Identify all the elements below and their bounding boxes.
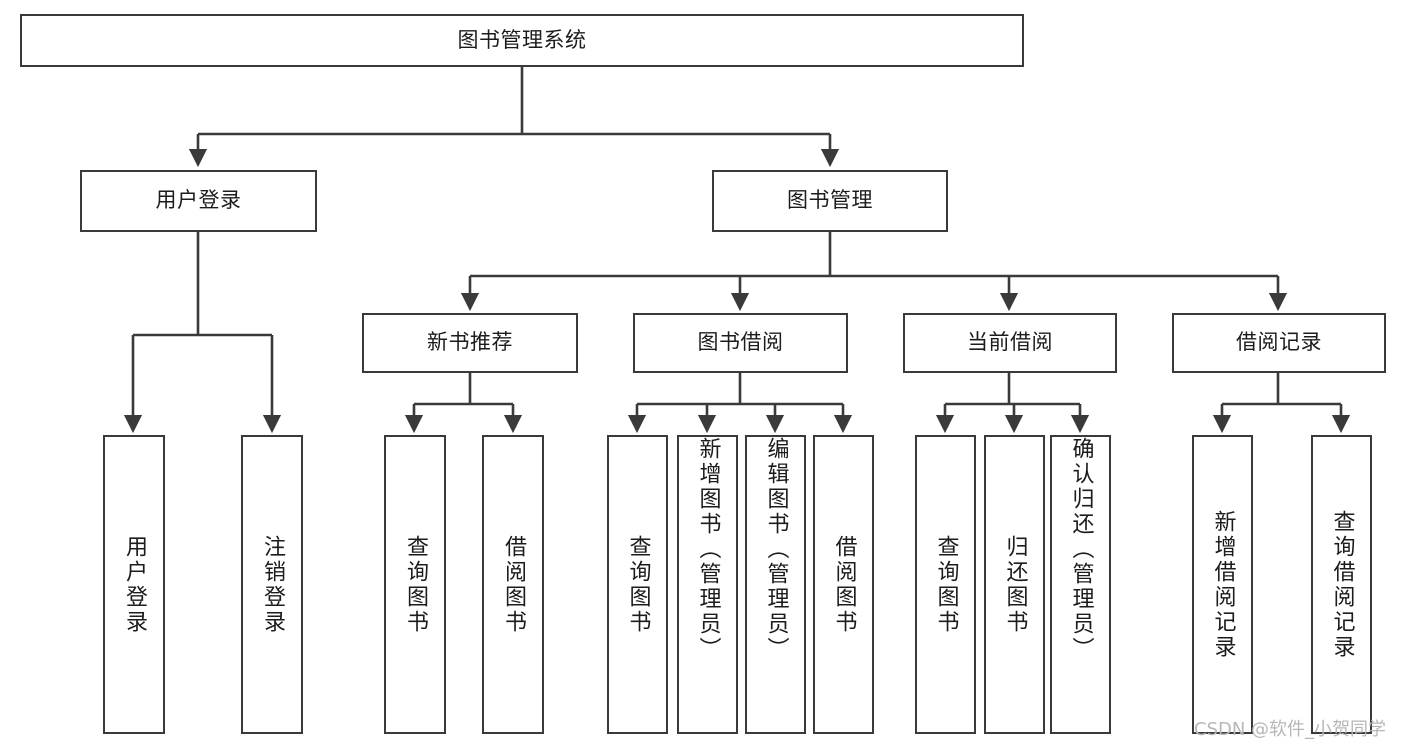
leaf-borrow-book-2-label: 借阅图书 (831, 534, 857, 635)
leaf-add-book[interactable]: 新增图书（管理员） (677, 435, 738, 734)
node-current-borrow[interactable]: 当前借阅 (903, 313, 1117, 373)
leaf-add-book-label: 新增图书（管理员） (695, 437, 721, 662)
leaf-edit-book[interactable]: 编辑图书（管理员） (745, 435, 806, 734)
node-new-book-recommend[interactable]: 新书推荐 (362, 313, 578, 373)
node-root-label: 图书管理系统 (457, 27, 587, 52)
leaf-query-book-1[interactable]: 查询图书 (384, 435, 446, 734)
node-book-borrow[interactable]: 图书借阅 (633, 313, 848, 373)
node-borrow-record[interactable]: 借阅记录 (1172, 313, 1386, 373)
leaf-add-record-label: 新增借阅记录 (1210, 509, 1236, 660)
leaf-borrow-book-2[interactable]: 借阅图书 (813, 435, 874, 734)
leaf-user-login[interactable]: 用户登录 (103, 435, 165, 734)
csdn-watermark: CSDN @软件_小贺同学 (1194, 719, 1387, 740)
leaf-query-book-3-label: 查询图书 (933, 534, 959, 635)
leaf-logout-login-label: 注销登录 (260, 534, 285, 635)
leaf-edit-book-label: 编辑图书（管理员） (763, 437, 789, 662)
node-root[interactable]: 图书管理系统 (20, 14, 1024, 67)
node-book-manage[interactable]: 图书管理 (712, 170, 948, 232)
leaf-query-book-2-label: 查询图书 (625, 534, 651, 635)
leaf-user-login-label: 用户登录 (122, 534, 147, 635)
node-user-login[interactable]: 用户登录 (80, 170, 317, 232)
leaf-query-book-1-label: 查询图书 (403, 534, 428, 635)
node-user-login-label: 用户登录 (155, 188, 242, 213)
leaf-borrow-book-1-label: 借阅图书 (501, 534, 526, 635)
leaf-query-record[interactable]: 查询借阅记录 (1311, 435, 1372, 734)
node-book-borrow-label: 图书借阅 (697, 330, 784, 355)
leaf-return-book[interactable]: 归还图书 (984, 435, 1045, 734)
node-book-manage-label: 图书管理 (787, 188, 873, 213)
leaf-query-book-3[interactable]: 查询图书 (915, 435, 976, 734)
leaf-confirm-return[interactable]: 确认归还（管理员） (1050, 435, 1111, 734)
node-current-borrow-label: 当前借阅 (967, 330, 1053, 355)
leaf-query-record-label: 查询借阅记录 (1329, 509, 1355, 660)
node-borrow-record-label: 借阅记录 (1236, 330, 1322, 355)
leaf-add-record[interactable]: 新增借阅记录 (1192, 435, 1253, 734)
leaf-borrow-book-1[interactable]: 借阅图书 (482, 435, 544, 734)
leaf-confirm-return-label: 确认归还（管理员） (1068, 437, 1094, 662)
leaf-return-book-label: 归还图书 (1002, 534, 1028, 635)
leaf-logout-login[interactable]: 注销登录 (241, 435, 303, 734)
node-new-book-recommend-label: 新书推荐 (427, 330, 513, 355)
leaf-query-book-2[interactable]: 查询图书 (607, 435, 668, 734)
